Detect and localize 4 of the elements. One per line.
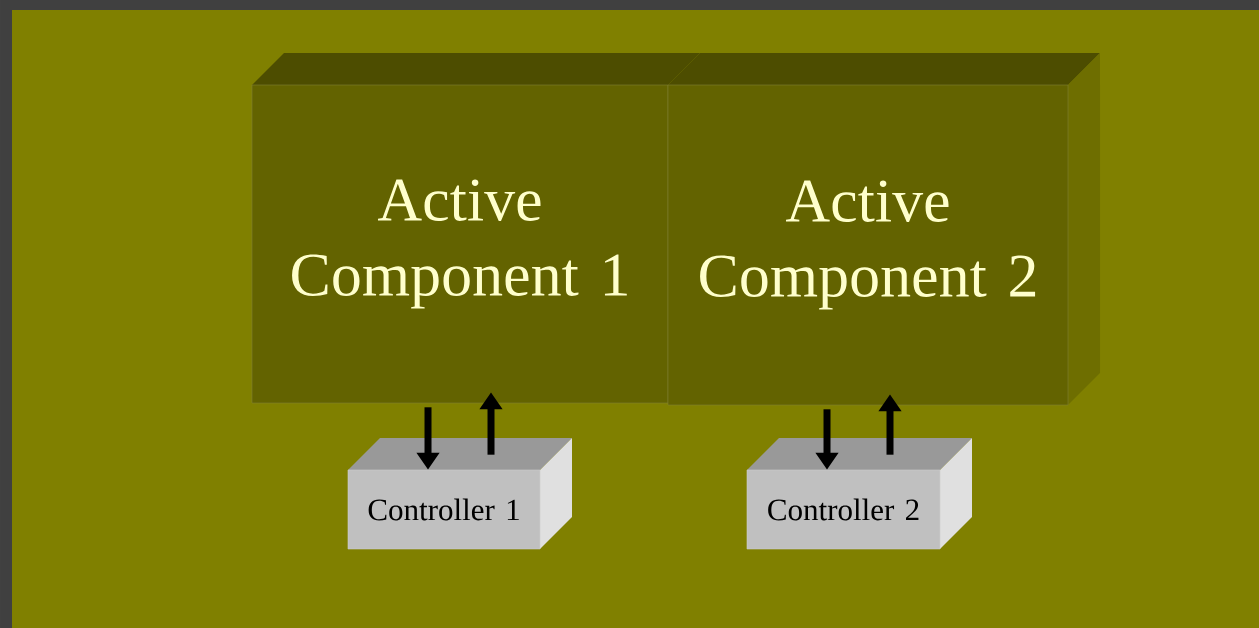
block-drawing: Active Component 1 — [251, 53, 700, 404]
controller-box: Controller 1 — [347, 438, 572, 550]
block-drawing: Active Component 2 — [667, 53, 1100, 406]
controller-box: Controller 2 — [746, 438, 972, 550]
